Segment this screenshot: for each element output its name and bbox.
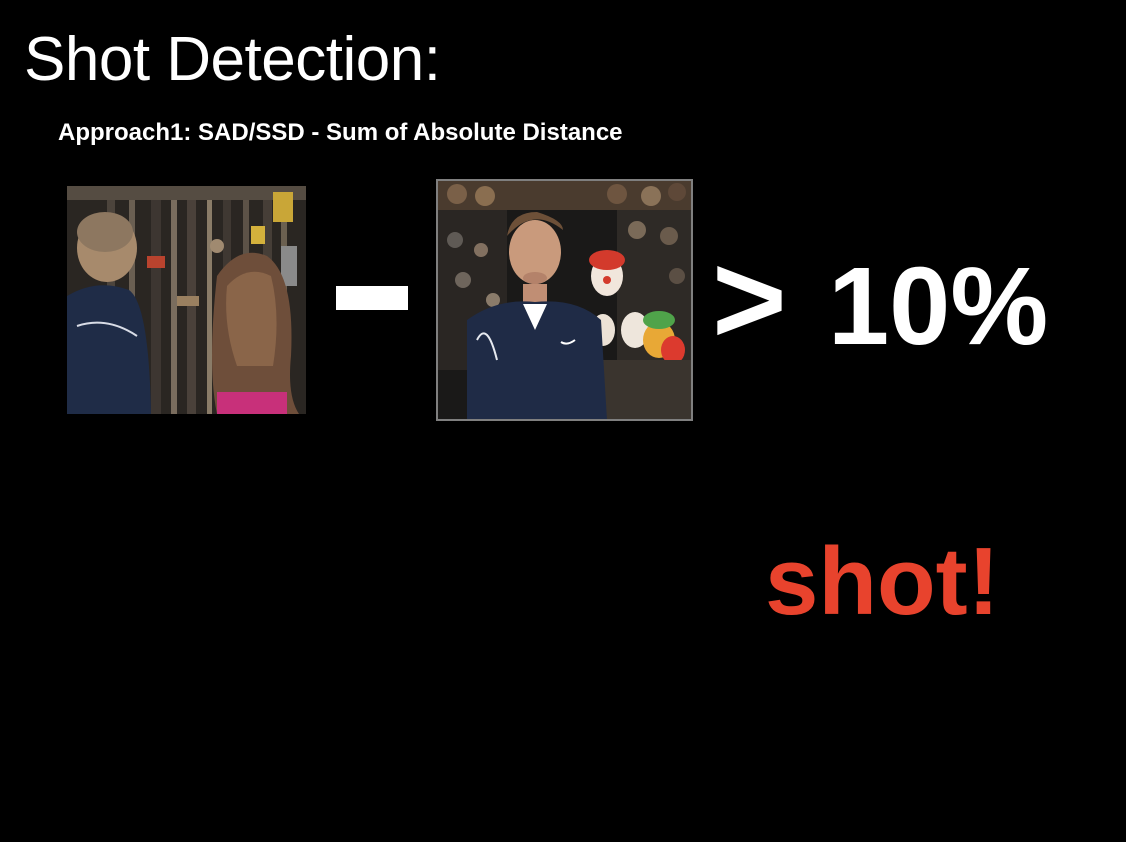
video-frame-previous-image bbox=[67, 186, 306, 414]
video-frame-current-image bbox=[437, 180, 692, 420]
video-frame-current bbox=[436, 179, 693, 421]
shot-result-label: shot! bbox=[765, 528, 1000, 635]
slide-title: Shot Detection: bbox=[24, 25, 441, 94]
greater-than-operator: > bbox=[712, 228, 787, 371]
video-frame-previous bbox=[67, 186, 306, 414]
threshold-value: 10% bbox=[828, 245, 1049, 368]
minus-operator-bar bbox=[336, 286, 408, 310]
slide-subtitle: Approach1: SAD/SSD - Sum of Absolute Dis… bbox=[58, 119, 623, 146]
